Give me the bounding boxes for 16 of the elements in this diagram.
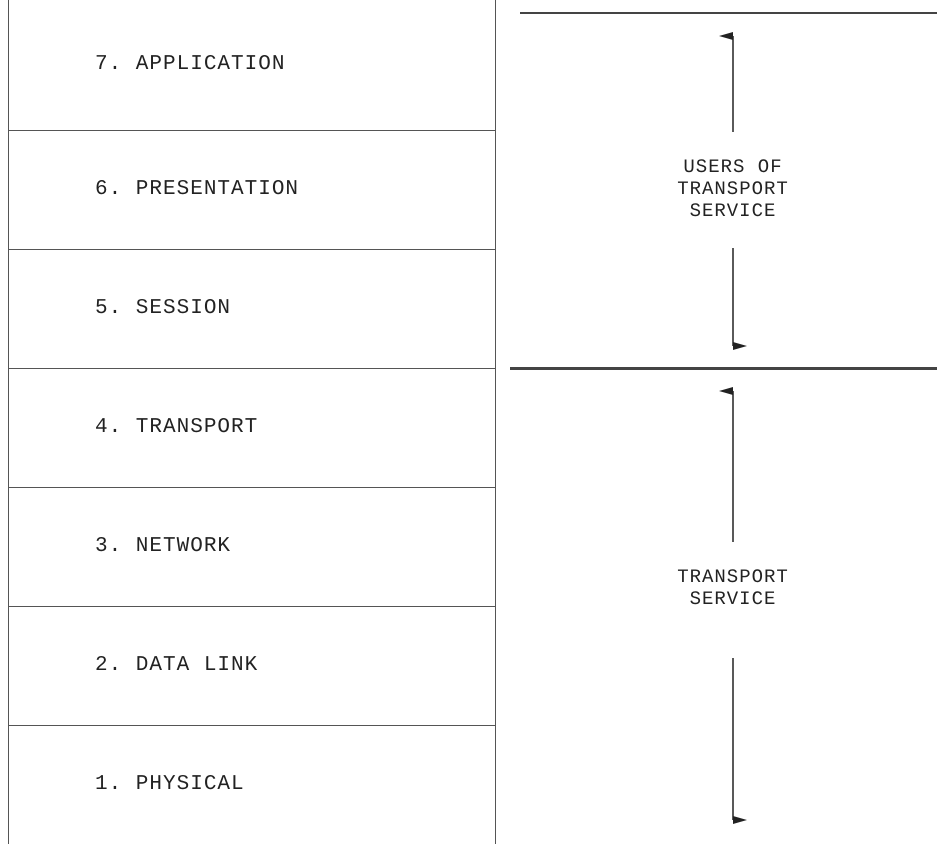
layer-label: 4. TRANSPORT xyxy=(95,415,258,442)
layer-label: 2. DATA LINK xyxy=(95,653,258,680)
layer-label: 1. PHYSICAL xyxy=(95,772,245,798)
span-label: TRANSPORT SERVICE xyxy=(676,566,790,610)
layer-label: 5. SESSION xyxy=(95,296,232,322)
layer-box xyxy=(8,726,496,844)
layer-box xyxy=(8,131,496,250)
layer-box xyxy=(8,0,496,131)
layer-box xyxy=(8,250,496,369)
layer-box xyxy=(8,488,496,607)
span-label: USERS OF TRANSPORT SERVICE xyxy=(676,156,790,222)
layer-box xyxy=(8,369,496,488)
layer-label: 7. APPLICATION xyxy=(95,52,286,78)
layer-label: 3. NETWORK xyxy=(95,534,232,560)
layer-box xyxy=(8,607,496,726)
layer-label: 6. PRESENTATION xyxy=(95,177,300,204)
